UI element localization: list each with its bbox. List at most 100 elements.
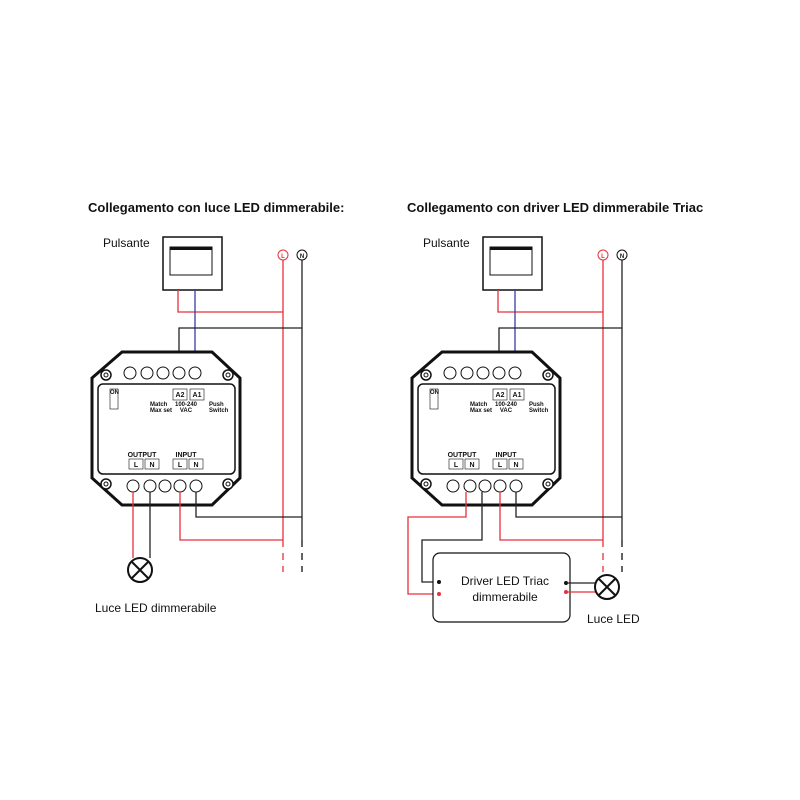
dip-switch bbox=[109, 388, 119, 410]
terminal-label-box bbox=[464, 458, 480, 470]
device-label-n: N bbox=[469, 462, 474, 469]
device-label-on: ON bbox=[110, 390, 119, 396]
device-label-voltage_1: 100-240 bbox=[175, 402, 198, 408]
device-label-a2: A2 bbox=[496, 392, 505, 399]
device-label-switch: Switch bbox=[209, 408, 229, 414]
a1-box bbox=[189, 388, 205, 401]
device-label-n: N bbox=[149, 462, 154, 469]
terminal-label-box bbox=[128, 458, 144, 470]
screw-icon bbox=[225, 481, 231, 487]
switch-live-wire bbox=[177, 290, 283, 313]
bottom-terminal bbox=[446, 479, 460, 493]
output-neutral-wire bbox=[421, 492, 483, 583]
driver-terminal bbox=[437, 592, 441, 596]
device-label-a2: A2 bbox=[176, 392, 185, 399]
device-label-l: L bbox=[454, 462, 459, 469]
device-label-output: OUTPUT bbox=[448, 452, 478, 459]
bottom-terminal bbox=[478, 479, 492, 493]
output-live-wire bbox=[407, 492, 467, 595]
lamp-icon bbox=[598, 578, 616, 596]
a2-box bbox=[492, 388, 508, 401]
switch-label: Pulsante bbox=[423, 236, 470, 250]
top-terminal bbox=[508, 366, 522, 380]
screw-icon bbox=[100, 369, 112, 381]
device-label-l: L bbox=[498, 462, 503, 469]
push-button-rocker bbox=[489, 246, 533, 276]
input-live-wire bbox=[179, 492, 283, 541]
screw-icon bbox=[423, 481, 429, 487]
screw-icon bbox=[423, 372, 429, 378]
bottom-terminal bbox=[143, 479, 157, 493]
device-label-push: Push bbox=[529, 402, 544, 408]
panel-title: Collegamento con driver LED dimmerabile … bbox=[407, 200, 703, 215]
device-label-output: OUTPUT bbox=[128, 452, 158, 459]
device-label-voltage_2: VAC bbox=[180, 408, 193, 414]
lamp-icon bbox=[131, 561, 149, 579]
screw-icon bbox=[420, 478, 432, 490]
screw-icon bbox=[545, 372, 551, 378]
device-label-n: N bbox=[193, 462, 198, 469]
top-terminal bbox=[492, 366, 506, 380]
device-label-switch: Switch bbox=[529, 408, 549, 414]
line-label: L bbox=[281, 254, 285, 260]
bottom-terminal bbox=[158, 479, 172, 493]
device-label-push: Push bbox=[209, 402, 224, 408]
terminal-label-box bbox=[492, 458, 508, 470]
module-face bbox=[97, 383, 236, 475]
device-label-a1: A1 bbox=[193, 392, 202, 399]
bottom-terminal bbox=[173, 479, 187, 493]
terminal-label-box bbox=[508, 458, 524, 470]
push-button-rocker bbox=[169, 246, 213, 276]
screw-icon bbox=[545, 481, 551, 487]
dip-switch bbox=[429, 388, 439, 410]
top-terminal bbox=[123, 366, 137, 380]
device-label-on: ON bbox=[430, 390, 439, 396]
device-label-max_set: Max set bbox=[470, 408, 492, 414]
device-label-voltage_1: 100-240 bbox=[495, 402, 518, 408]
neutral-label: N bbox=[620, 254, 624, 260]
a1-box bbox=[509, 388, 525, 401]
bottom-terminal bbox=[509, 479, 523, 493]
screw-icon bbox=[542, 369, 554, 381]
driver-label: dimmerabile bbox=[472, 590, 538, 604]
neutral-label: N bbox=[300, 254, 304, 260]
screw-icon bbox=[542, 478, 554, 490]
screw-icon bbox=[222, 369, 234, 381]
input-neutral-wire bbox=[195, 492, 302, 518]
terminal-label-box bbox=[144, 458, 160, 470]
screw-icon bbox=[103, 372, 109, 378]
top-terminal bbox=[140, 366, 154, 380]
device-label-match: Match bbox=[470, 402, 488, 408]
module-face bbox=[417, 383, 556, 475]
device-label-l: L bbox=[134, 462, 139, 469]
top-terminal bbox=[156, 366, 170, 380]
driver-terminal bbox=[437, 580, 441, 584]
screw-icon bbox=[420, 369, 432, 381]
top-terminal bbox=[460, 366, 474, 380]
terminal-label-box bbox=[172, 458, 188, 470]
a2-box bbox=[172, 388, 188, 401]
line-label: L bbox=[601, 254, 605, 260]
load-label: Luce LED dimmerabile bbox=[95, 601, 217, 615]
bottom-terminal bbox=[493, 479, 507, 493]
push-button-rocker bbox=[490, 247, 532, 250]
device-label-input: INPUT bbox=[496, 452, 518, 459]
top-terminal bbox=[476, 366, 490, 380]
terminal-label-box bbox=[448, 458, 464, 470]
input-live-wire bbox=[499, 492, 603, 541]
terminal-label-box bbox=[188, 458, 204, 470]
screw-icon bbox=[100, 478, 112, 490]
device-label-a1: A1 bbox=[513, 392, 522, 399]
push-button-rocker bbox=[170, 247, 212, 250]
device-label-voltage_2: VAC bbox=[500, 408, 513, 414]
screw-icon bbox=[103, 481, 109, 487]
bottom-terminal bbox=[189, 479, 203, 493]
switch-live-wire bbox=[497, 290, 603, 313]
device-label-match: Match bbox=[150, 402, 168, 408]
screw-icon bbox=[225, 372, 231, 378]
load-label: Luce LED bbox=[587, 612, 640, 626]
